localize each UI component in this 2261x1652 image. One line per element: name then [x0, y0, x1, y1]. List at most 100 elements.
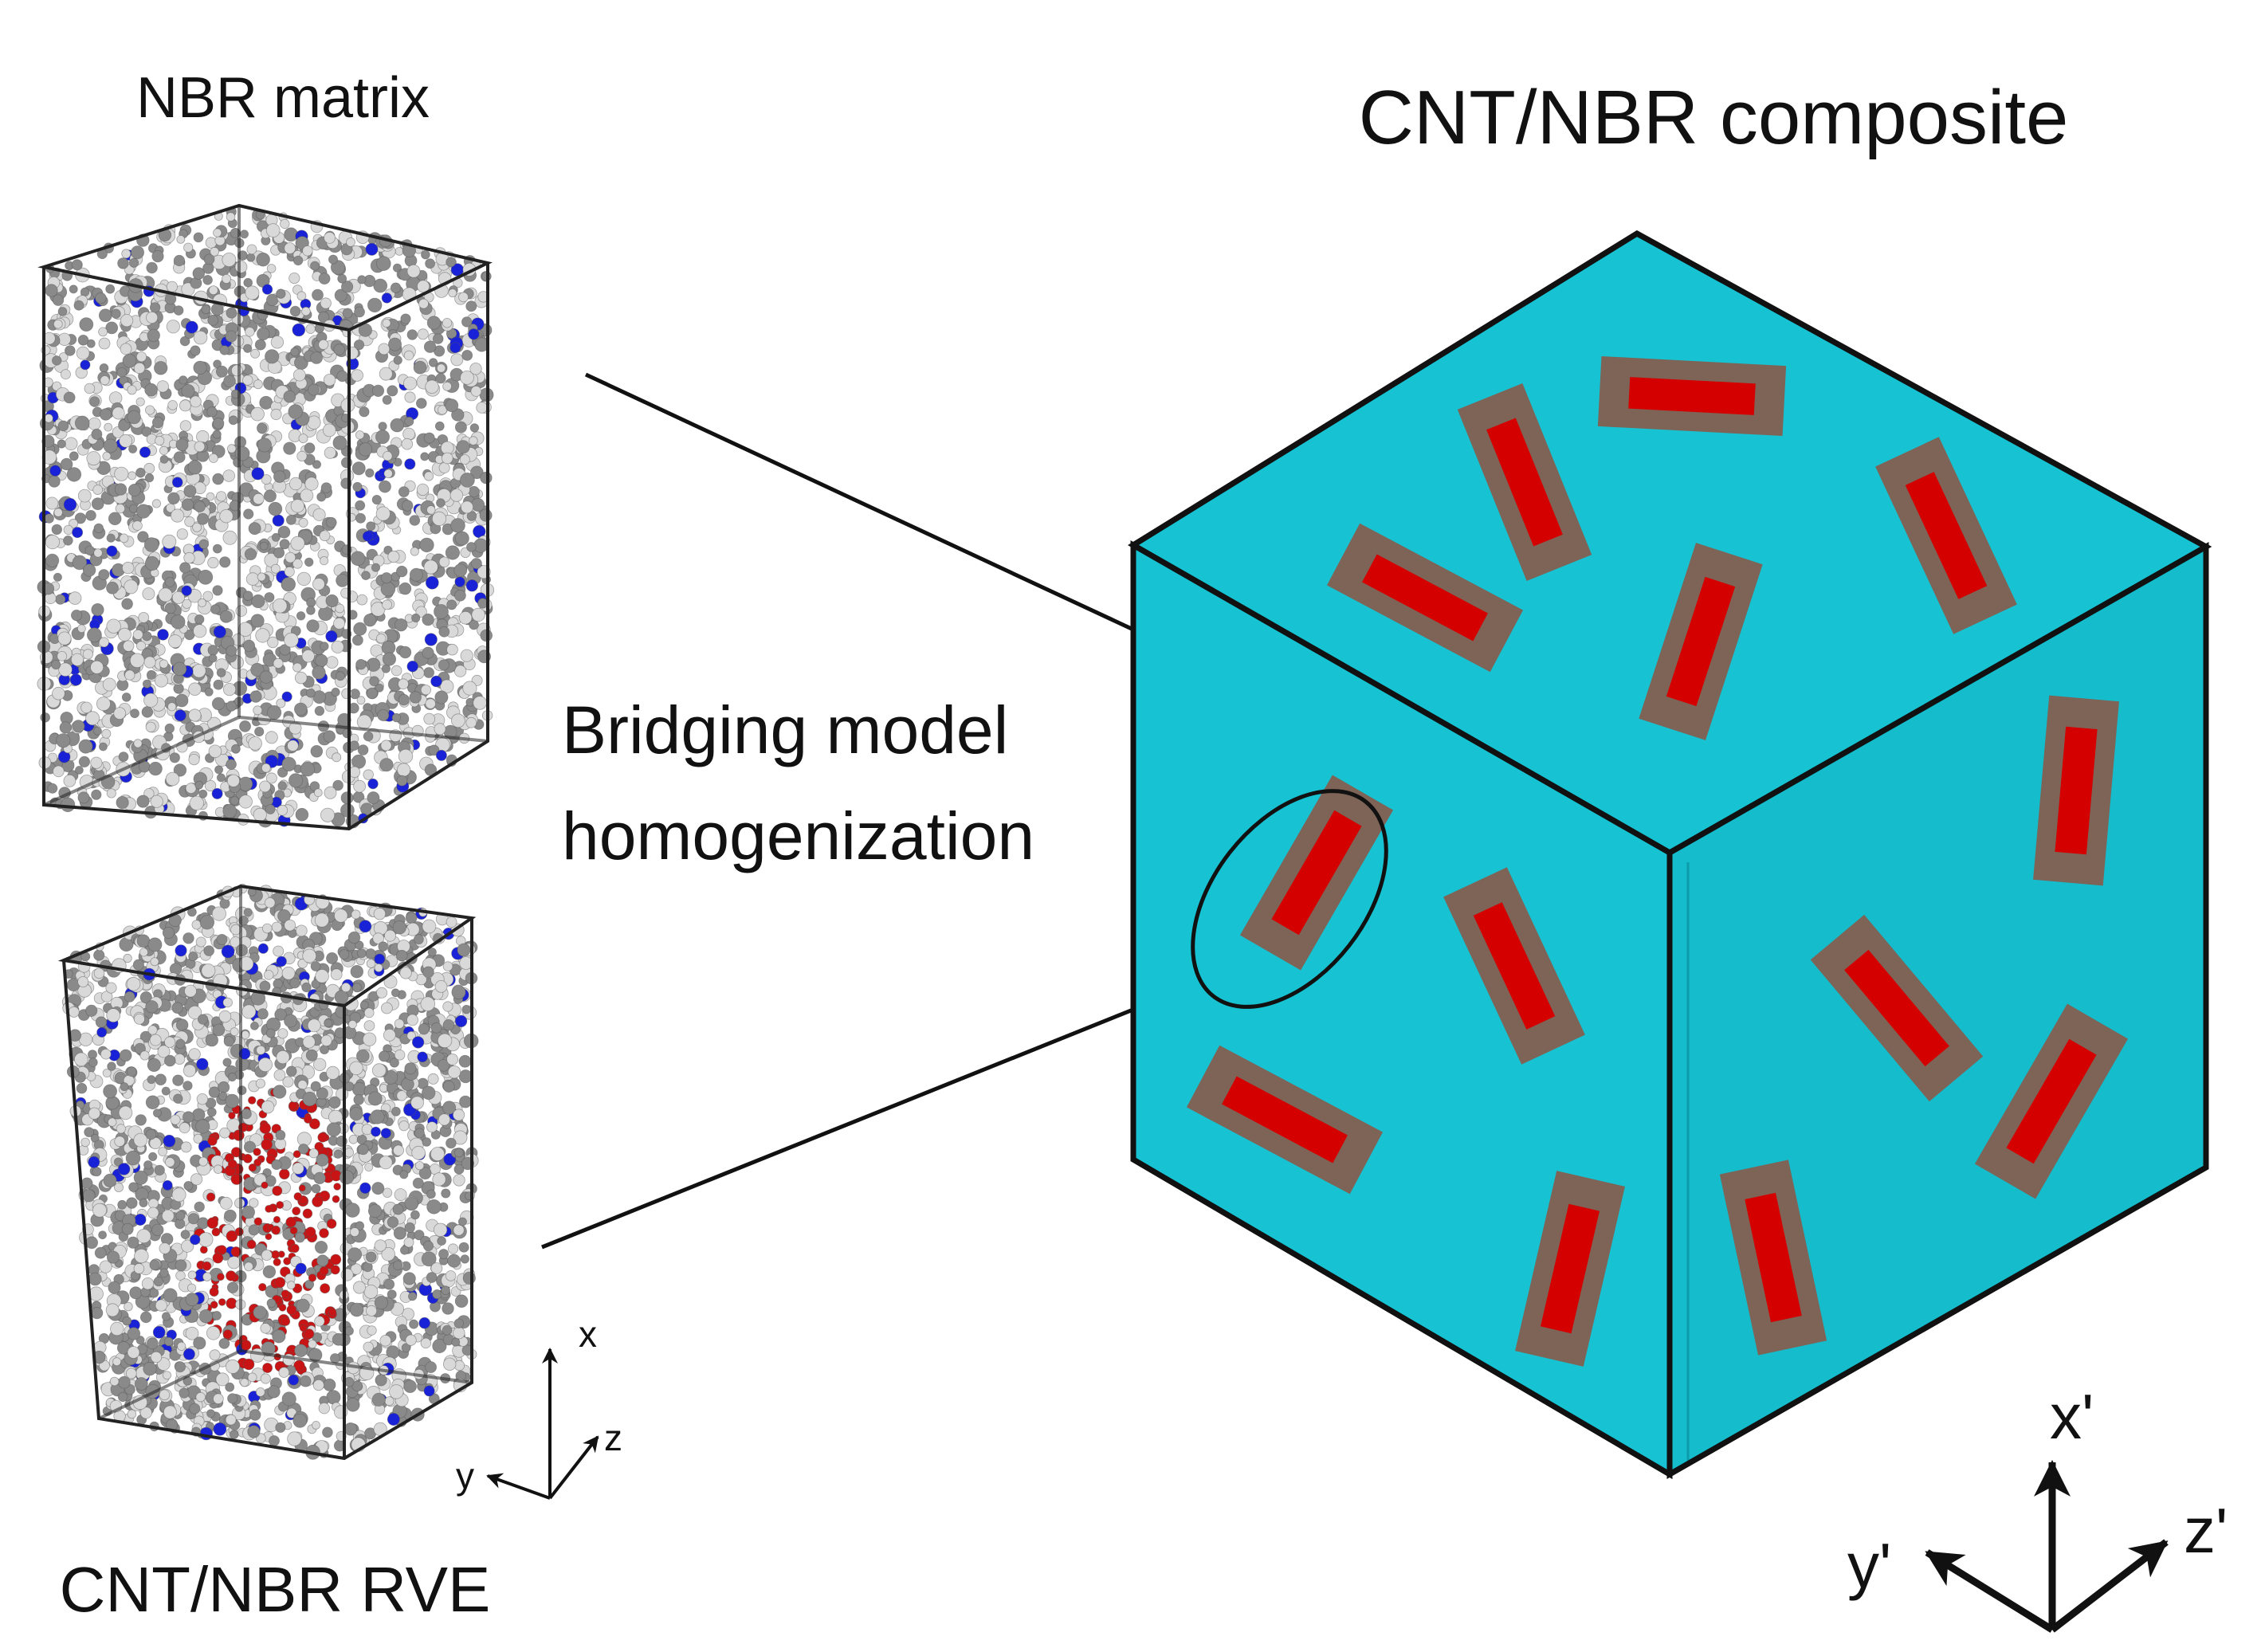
atom [286, 1281, 296, 1289]
atom [122, 640, 135, 652]
atom [120, 314, 134, 328]
atom [205, 1033, 219, 1047]
atom [426, 505, 436, 515]
atom [267, 1385, 281, 1399]
cnt-core [1473, 902, 1556, 1030]
atom [120, 343, 132, 355]
atom [404, 416, 414, 426]
atom [179, 375, 188, 385]
atom [281, 1316, 291, 1326]
atom [106, 1008, 121, 1022]
atom [89, 396, 100, 407]
atom [273, 945, 285, 957]
atom [222, 682, 237, 697]
atom [363, 614, 377, 627]
atom [277, 781, 287, 791]
atom [222, 273, 232, 284]
atom [256, 252, 270, 267]
atom [146, 261, 158, 274]
atom [325, 594, 339, 608]
atom [398, 582, 412, 595]
atom [363, 731, 374, 742]
atom [446, 257, 457, 268]
atom [117, 1391, 128, 1403]
atom [398, 645, 412, 659]
atom [98, 337, 111, 350]
cnt-core [2006, 1038, 2097, 1164]
atom [308, 383, 320, 396]
atom [174, 1361, 186, 1373]
atom [226, 1230, 238, 1242]
atom [351, 461, 366, 476]
atom [331, 687, 340, 697]
atom [171, 508, 185, 523]
atom [396, 763, 411, 777]
cnt-inclusion [1719, 1160, 1827, 1356]
atom [226, 759, 237, 770]
atom [212, 430, 222, 439]
atom [318, 1402, 331, 1415]
atom [261, 1138, 273, 1151]
atom [212, 473, 224, 485]
atom [222, 530, 237, 545]
atom [212, 1311, 222, 1320]
atom [173, 451, 186, 463]
large-axis-y-label: y' [1847, 1530, 1891, 1601]
atom [226, 307, 237, 319]
atom [181, 585, 192, 596]
atom [449, 489, 464, 502]
atom [398, 678, 409, 690]
atom [273, 547, 285, 559]
atom [172, 1074, 184, 1086]
atom [102, 451, 112, 461]
atom [333, 617, 346, 630]
atom [454, 421, 467, 434]
atom [147, 1198, 159, 1209]
atom [129, 653, 145, 669]
atom [235, 605, 248, 617]
atom [276, 1201, 285, 1210]
atom [461, 1004, 471, 1014]
atom [57, 420, 69, 432]
atom [349, 1061, 363, 1076]
atom [422, 646, 434, 659]
atom [173, 254, 185, 267]
atom [153, 361, 168, 375]
atom [195, 1119, 210, 1134]
atom [80, 287, 90, 297]
atom [306, 619, 320, 633]
atom [336, 574, 350, 587]
atom [84, 545, 95, 556]
atom [442, 961, 453, 971]
atom [434, 690, 449, 704]
atom [246, 253, 256, 262]
atom [69, 518, 79, 528]
atom [188, 708, 202, 722]
atom [423, 559, 438, 575]
atom [119, 533, 129, 543]
atom [250, 662, 265, 677]
atom [147, 1075, 156, 1085]
atom [378, 1050, 390, 1062]
atom [70, 653, 84, 666]
atom [325, 630, 338, 643]
atom [324, 1018, 333, 1028]
atom [187, 1283, 197, 1293]
atom [312, 1421, 320, 1430]
atom [379, 1335, 392, 1347]
atom [91, 1307, 104, 1320]
atom [222, 252, 237, 267]
atom [100, 375, 110, 386]
atom [380, 572, 393, 584]
small-axes-triad [486, 1348, 599, 1500]
atom [453, 1326, 465, 1340]
atom [307, 1018, 321, 1033]
atom [226, 645, 237, 657]
atom [63, 535, 73, 546]
atom [300, 489, 314, 503]
atom [287, 1431, 302, 1446]
atom [122, 353, 137, 368]
atom [106, 581, 119, 594]
atom [198, 569, 214, 585]
atom [363, 1341, 374, 1353]
